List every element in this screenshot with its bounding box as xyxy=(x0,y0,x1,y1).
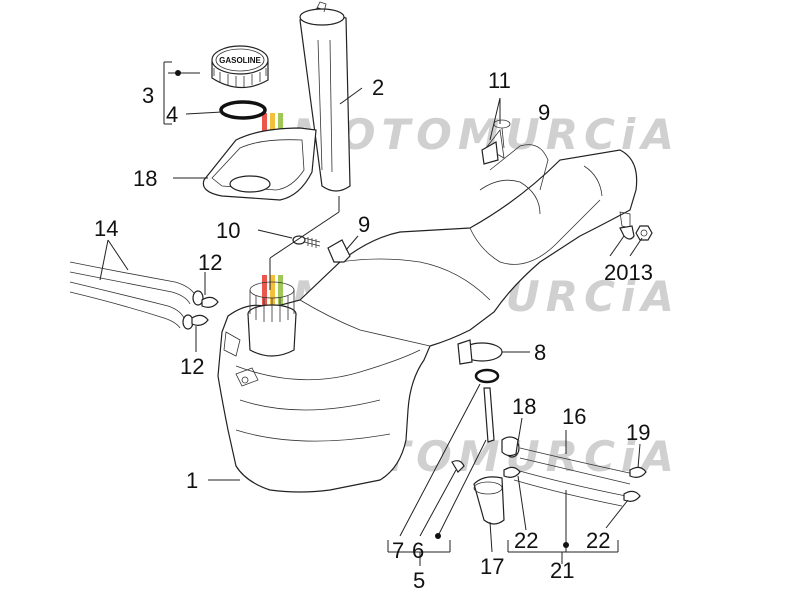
washer-part-20 xyxy=(619,225,635,240)
callout-8: 8 xyxy=(534,340,546,365)
bolt-part-10 xyxy=(292,235,321,248)
callout-12-upper: 12 xyxy=(198,250,222,275)
callout-22-right: 22 xyxy=(586,528,610,553)
cap-label-text: GASOLINE xyxy=(219,56,261,65)
callout-9-top: 9 xyxy=(538,100,550,125)
callout-18-top: 18 xyxy=(133,166,157,191)
callout-18-lower: 18 xyxy=(512,394,536,419)
callout-4: 4 xyxy=(166,102,178,127)
rod-part-6 xyxy=(451,387,495,473)
hose-clip-part-22-left xyxy=(503,466,521,478)
callout-21: 21 xyxy=(550,558,574,583)
callout-2013: 2013 xyxy=(604,260,653,285)
callout-3: 3 xyxy=(142,83,154,108)
callout-1: 1 xyxy=(186,468,198,493)
hose-clip-part-12-upper xyxy=(201,296,219,308)
callout-19: 19 xyxy=(626,420,650,445)
callout-9-mid: 9 xyxy=(358,212,370,237)
callout-11: 11 xyxy=(488,68,511,93)
o-ring-part-4 xyxy=(219,100,267,120)
nut-part-13 xyxy=(635,225,653,241)
callout-10: 10 xyxy=(216,218,240,243)
hose-clip-part-22-right xyxy=(623,490,641,502)
drip-tray-part-18 xyxy=(202,127,317,201)
callout-5: 5 xyxy=(413,568,425,593)
o-ring-part-7 xyxy=(474,368,500,384)
hose-part-14 xyxy=(69,261,204,330)
filler-neck-part-2 xyxy=(299,1,351,192)
hose-clip-part-19 xyxy=(629,466,647,478)
bracket-part-11 xyxy=(481,129,505,165)
callout-14: 14 xyxy=(94,216,118,241)
hose-bracket-part-17 xyxy=(473,476,505,525)
callout-6: 6 xyxy=(412,538,424,563)
fitting-part-18 xyxy=(501,436,519,457)
callout-2: 2 xyxy=(372,75,384,100)
clip-part-9 xyxy=(327,239,351,263)
fuel-tank-part-1 xyxy=(217,144,638,493)
callout-labels: 3 4 2 18 11 9 10 9 14 12 12 2013 8 1 18 … xyxy=(94,68,653,593)
callout-22-left: 22 xyxy=(514,528,538,553)
hose-clip-part-12-lower xyxy=(191,314,209,326)
callout-7: 7 xyxy=(392,538,404,563)
leader-lines xyxy=(99,61,643,566)
callout-12-lower: 12 xyxy=(180,354,204,379)
callout-17: 17 xyxy=(480,554,504,579)
clamp-part-8 xyxy=(457,339,503,365)
fuel-cap-part-3: GASOLINE xyxy=(211,45,269,89)
callout-16: 16 xyxy=(562,404,586,429)
